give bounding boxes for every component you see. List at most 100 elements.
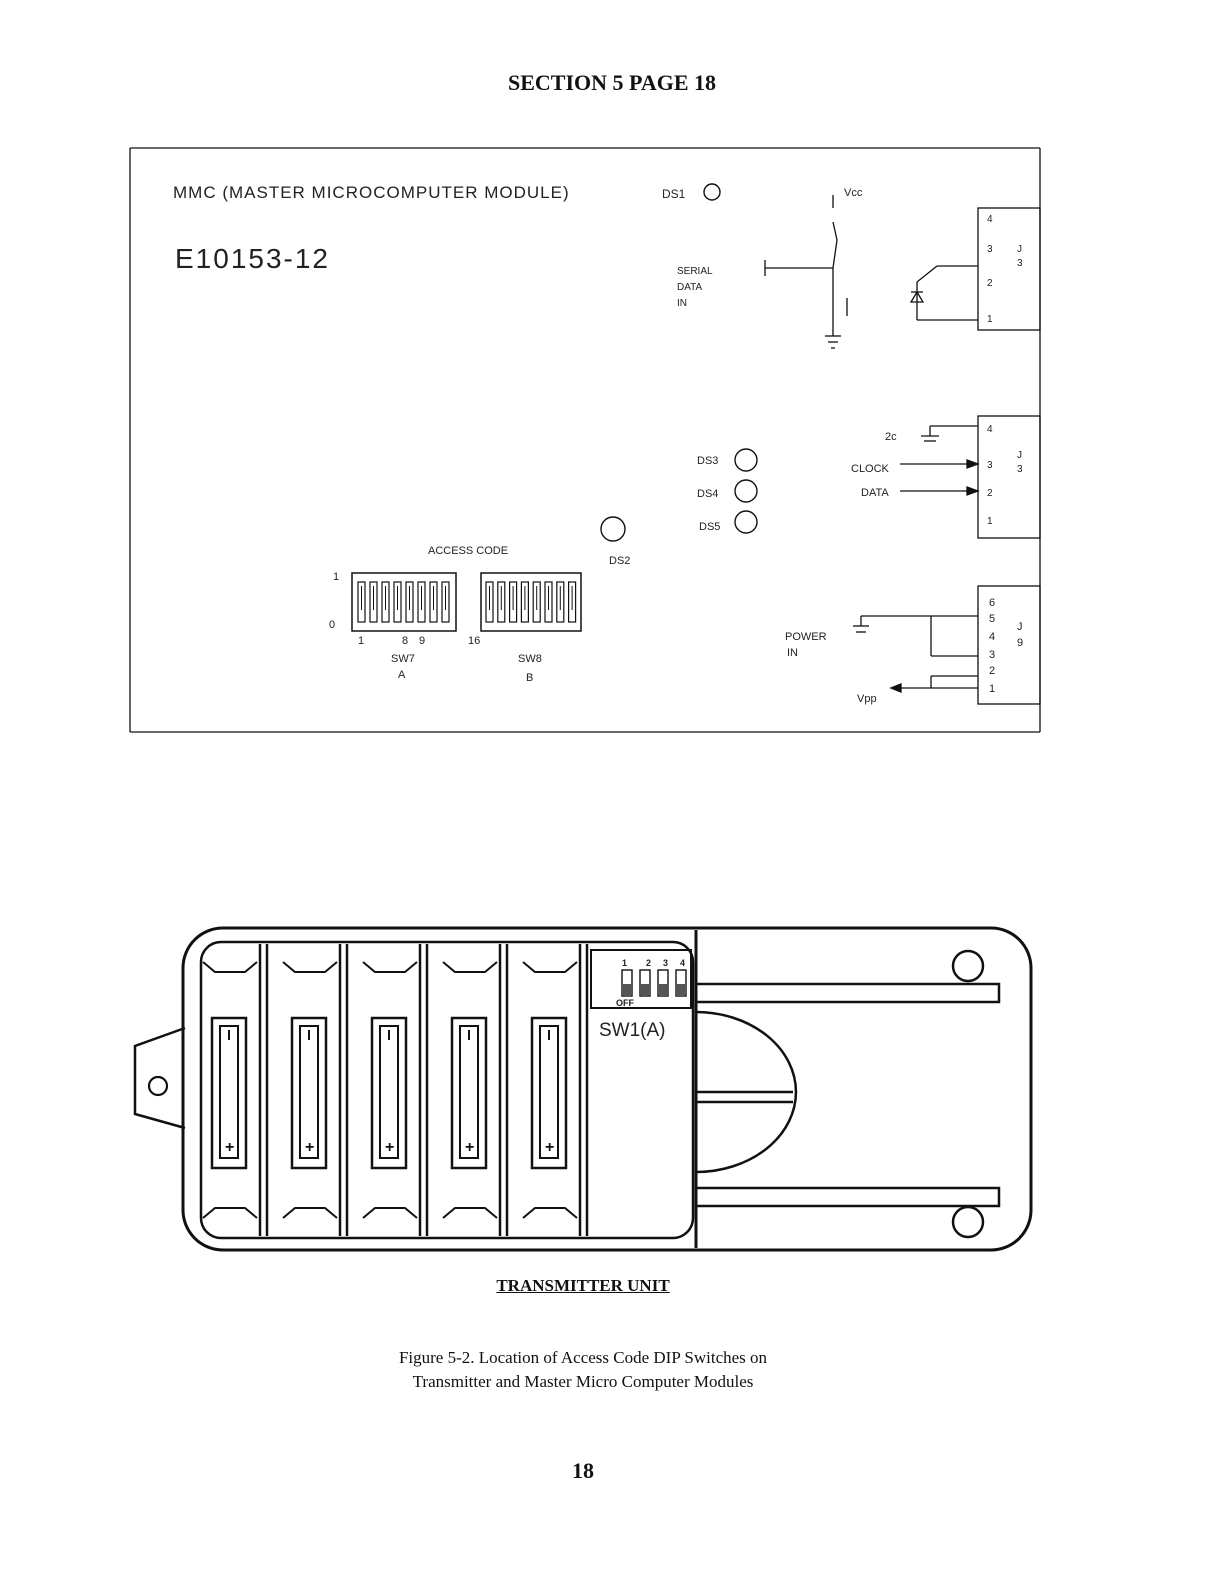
battery-icon [290, 1016, 328, 1170]
battery-plus-mark: + [465, 1139, 474, 1156]
ds5-led-icon [734, 510, 758, 534]
ds4-led-icon [734, 479, 758, 503]
j-top-label-2: 3 [1017, 258, 1023, 269]
ds5-label: DS5 [699, 521, 720, 533]
sw1-toggle-knob [659, 984, 667, 995]
battery-clip-bottom [362, 1207, 418, 1219]
dip-toggle [520, 581, 529, 623]
battery-clip-bottom [282, 1207, 338, 1219]
battery-cell [219, 1025, 239, 1159]
battery-cell [459, 1025, 479, 1159]
connector-top [909, 207, 1041, 331]
battery-icon [370, 1016, 408, 1170]
j-bot-label-1: J [1017, 621, 1023, 633]
sw1-pos-3: 3 [663, 958, 668, 968]
battery-clip-bottom [522, 1207, 578, 1219]
ds2-led-icon [600, 516, 626, 542]
sw1-label: SW1(A) [599, 1020, 666, 1041]
sw8-sub-label: B [526, 672, 533, 684]
mmc-part-number: E10153-12 [175, 243, 330, 274]
j-mid-pin-4: 4 [987, 424, 993, 435]
dip-toggle [429, 581, 438, 623]
ds2-label: DS2 [609, 555, 630, 567]
top-screw-icon [951, 949, 985, 983]
serial-label-1: SERIAL [677, 266, 713, 277]
battery-icon [530, 1016, 568, 1170]
battery-clip-bottom [202, 1207, 258, 1219]
sw1-toggles [621, 969, 687, 997]
battery-icon [450, 1016, 488, 1170]
j-bot-pin-3: 3 [989, 649, 995, 661]
j-top-label-1: J [1017, 244, 1022, 255]
transistor-icon [764, 195, 848, 349]
sw7-last-number: 8 [402, 635, 408, 647]
serial-label-2: DATA [677, 282, 703, 293]
sw1-toggle [657, 969, 669, 997]
sw1-toggle-knob [623, 984, 631, 995]
battery-cell [299, 1025, 319, 1159]
battery-clip-bottom [442, 1207, 498, 1219]
battery-clip-top [362, 961, 418, 973]
mmc-board-outline [129, 147, 1041, 733]
transmitter-diagram: +++++ 1 2 3 4 OFF SW1(A) [133, 926, 1033, 1252]
caption-line-1: Figure 5-2. Location of Access Code DIP … [398, 1348, 768, 1367]
sw1-toggle-knob [641, 984, 649, 995]
battery-compartments: + + + + + [202, 944, 589, 1236]
page-number: 18 [572, 1458, 594, 1483]
battery-plus-mark: + [225, 1139, 234, 1156]
switch-on-label: 1 [333, 571, 339, 583]
j-mid-pin-3: 3 [987, 460, 993, 471]
ds3-led-icon [734, 448, 758, 472]
battery-cell [539, 1025, 559, 1159]
dip-toggle [369, 581, 378, 623]
mounting-tab [133, 1026, 186, 1130]
battery-clip-top [202, 961, 258, 973]
battery-clip-top [442, 961, 498, 973]
battery-plus-mark: + [385, 1139, 394, 1156]
ds1-label: DS1 [662, 187, 686, 201]
power-label-2: IN [787, 647, 798, 659]
switch-off-label: 0 [329, 619, 335, 631]
battery-cell [379, 1025, 399, 1159]
sw1-toggle [639, 969, 651, 997]
dip-toggle [497, 581, 506, 623]
j-bot-pin-1: 1 [989, 683, 995, 695]
serial-label-3: IN [677, 298, 687, 309]
data-label: DATA [861, 487, 889, 499]
power-label-1: POWER [785, 631, 827, 643]
dip-toggle [393, 581, 402, 623]
sw7-toggles [357, 581, 450, 623]
sw1-pos-4: 4 [680, 958, 685, 968]
j-bot-pin-5: 5 [989, 613, 995, 625]
sw7-dip-switch [351, 572, 457, 632]
mounting-hole-icon [147, 1075, 169, 1097]
access-code-label: ACCESS CODE [428, 545, 508, 557]
j-bot-pin-2: 2 [989, 665, 995, 677]
sw8-last-number: 16 [468, 635, 480, 647]
clock-label: CLOCK [851, 463, 890, 475]
connector-bottom [853, 585, 1041, 705]
sw8-toggles [485, 581, 577, 623]
sw1-pos-2: 2 [646, 958, 651, 968]
dip-toggle [544, 581, 553, 623]
sw1-dip-switch [590, 949, 692, 1009]
dip-toggle [568, 581, 577, 623]
j-bot-pin-6: 6 [989, 597, 995, 609]
sw8-dip-switch [480, 572, 582, 632]
j-bot-pin-4: 4 [989, 631, 995, 643]
bottom-screw-icon [951, 1205, 985, 1239]
transmitter-title: TRANSMITTER UNIT [496, 1276, 670, 1295]
sw8-first-number: 9 [419, 635, 425, 647]
mmc-module-diagram: MMC (MASTER MICROCOMPUTER MODULE) E10153… [129, 147, 1041, 733]
sw7-label: SW7 [391, 653, 415, 665]
j-top-pin-3: 3 [987, 244, 993, 255]
sw1-toggle-knob [677, 984, 685, 995]
j-mid-label-1: J [1017, 450, 1022, 461]
vpp-label: Vpp [857, 693, 877, 705]
jumper-label: 2c [885, 431, 897, 443]
battery-plus-mark: + [305, 1139, 314, 1156]
j-top-pin-1: 1 [987, 314, 993, 325]
battery-plus-mark: + [545, 1139, 554, 1156]
sw8-label: SW8 [518, 653, 542, 665]
dip-toggle [405, 581, 414, 623]
